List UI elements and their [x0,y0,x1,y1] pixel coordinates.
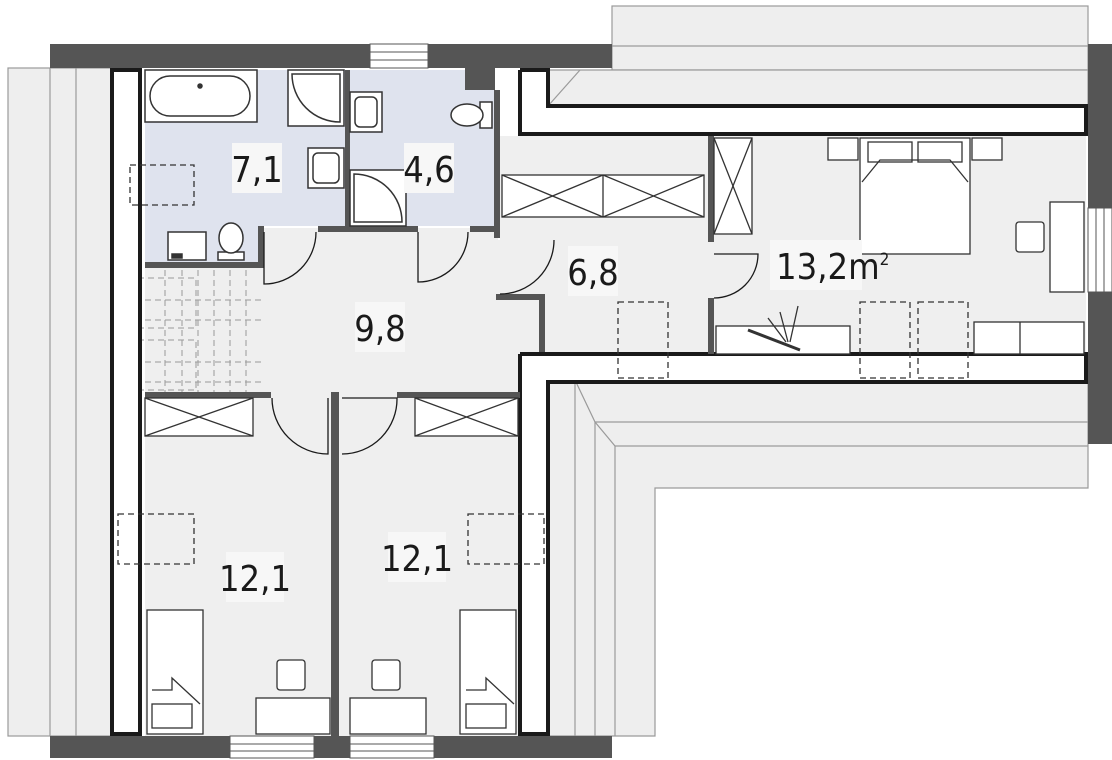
skylight [129,164,195,206]
corner-shower-wc [349,169,407,227]
nightstand [827,137,859,161]
outer-wall-top [50,44,612,68]
door-wc[interactable] [417,231,469,283]
knee-wall-bottom [518,352,1088,736]
single-bed-left [146,609,204,735]
master-furniture [715,137,1085,355]
area-master-bedroom: 13,2m2 [776,247,889,288]
desk-right [349,659,427,735]
roof-right [544,379,1089,737]
skylights [117,164,969,565]
knee-wall-top [518,68,1088,136]
single-bed-right [459,609,517,735]
area-bathroom: 7,1 [231,150,283,191]
area-bedroom-right: 12,1 [381,539,453,580]
floor-hall [145,228,556,398]
area-wardrobe-corridor: 6,8 [567,253,619,294]
bedroom-furniture [146,609,517,735]
door-bathroom[interactable] [263,231,317,285]
skylight [117,513,195,565]
corner-shower-bath [287,69,345,127]
double-bed [859,137,971,255]
toilet-bath [217,222,245,261]
walls [50,43,1112,759]
skylight [467,513,545,565]
outer-wall-bottom [50,736,612,758]
knee-wall-left [110,68,142,736]
skylight [859,301,911,379]
bathroom-fixtures [144,69,493,261]
door-corridor[interactable] [499,239,555,295]
bathtub [144,69,258,123]
wardrobes [144,137,753,437]
area-hall: 9,8 [354,309,406,350]
roof-inner-top [547,69,1089,107]
skylight [617,301,669,379]
nightstand [971,137,1003,161]
sofa [973,321,1085,355]
toilet-wc [450,101,493,129]
desk-chair-master [1015,201,1085,293]
doors [263,231,759,455]
door-master[interactable] [713,253,759,299]
roof-top [611,5,1089,71]
floor-corridor [500,136,712,352]
area-wc: 4,6 [403,150,455,191]
desk-left [255,659,331,735]
door-bedroom-left[interactable] [271,397,329,455]
roof-left [7,67,113,737]
tv-stand [715,325,851,355]
skylight [917,301,969,379]
washbasin-wc [349,91,383,133]
room-labels: 7,1 4,6 9,8 6,8 13,2m2 12,1 12,1 [219,143,889,602]
door-bedroom-right[interactable] [341,397,398,455]
area-bedroom-left: 12,1 [219,559,291,600]
